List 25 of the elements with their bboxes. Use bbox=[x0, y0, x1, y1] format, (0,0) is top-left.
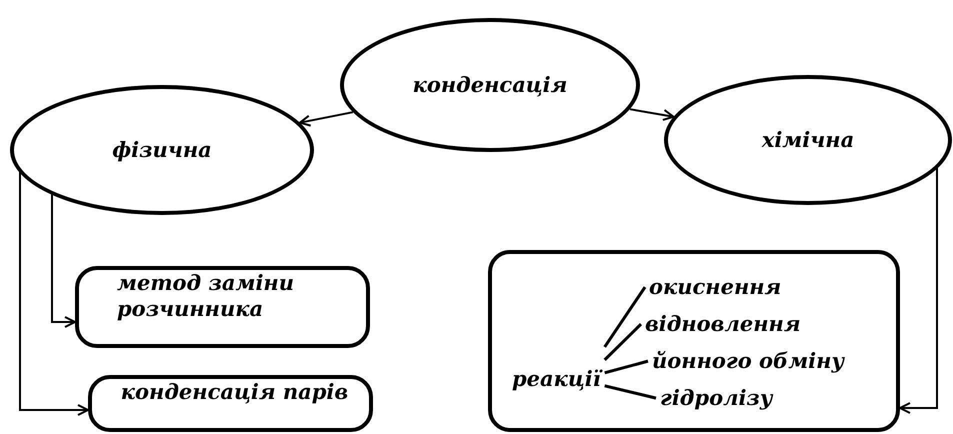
node-label: конденсація парів bbox=[120, 379, 348, 406]
node-label: хімічна bbox=[762, 126, 854, 154]
connector-line bbox=[604, 323, 642, 361]
connector-line bbox=[603, 286, 646, 348]
text-label: відновлення bbox=[645, 311, 801, 338]
arrow bbox=[19, 171, 89, 416]
node-label: фізична bbox=[112, 136, 212, 164]
connector-line bbox=[604, 360, 648, 374]
arrow bbox=[51, 192, 76, 328]
rounded-box bbox=[88, 375, 373, 432]
rounded-box bbox=[75, 266, 370, 348]
ellipse-node bbox=[340, 18, 640, 152]
arrow bbox=[298, 111, 354, 127]
node-label: конденсація bbox=[412, 72, 568, 98]
text-label: гідролізу bbox=[660, 385, 772, 412]
ellipse-node bbox=[664, 75, 952, 205]
rounded-box bbox=[488, 250, 900, 432]
text-label: йонного обміну bbox=[652, 348, 844, 374]
ellipse-node bbox=[10, 85, 314, 215]
node-label: метод заміни розчинника bbox=[117, 270, 295, 322]
text-label: окиснення bbox=[649, 274, 782, 300]
connector-line bbox=[604, 384, 656, 400]
arrow bbox=[630, 108, 675, 121]
arrow bbox=[899, 166, 938, 414]
text-label: реакції bbox=[512, 366, 601, 392]
